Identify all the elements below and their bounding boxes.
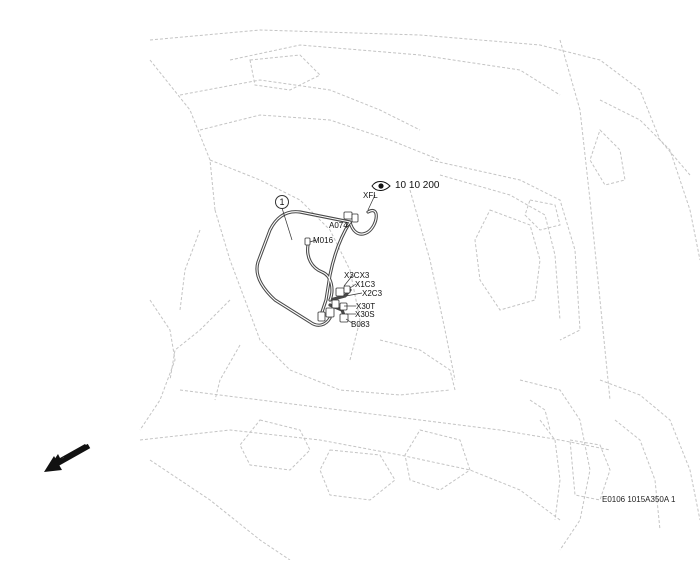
callout-number: 1 <box>275 195 289 209</box>
connector-label-x30t: X30T <box>356 302 376 311</box>
connector-label-x1c3: X1C3 <box>355 280 376 289</box>
leader-lines <box>281 185 390 324</box>
figure-id: E0106 1015A350A 1 <box>602 495 676 504</box>
connector-label-xfl: XFL <box>363 191 378 200</box>
view-reference-label: 10 10 200 <box>395 180 440 191</box>
connector-label-b083: B083 <box>351 320 370 329</box>
connector-label-x30s: X30S <box>355 310 375 319</box>
connector-label-m016: M016 <box>313 236 334 245</box>
arrow-down-left-icon <box>44 443 91 472</box>
connector-label-x2c3: X2C3 <box>362 289 383 298</box>
connector-label-a074: A074 <box>329 221 348 230</box>
connector-bodies <box>304 211 359 323</box>
connector-label-x3cx3: X3CX3 <box>344 271 370 280</box>
eye-icon <box>371 181 391 191</box>
